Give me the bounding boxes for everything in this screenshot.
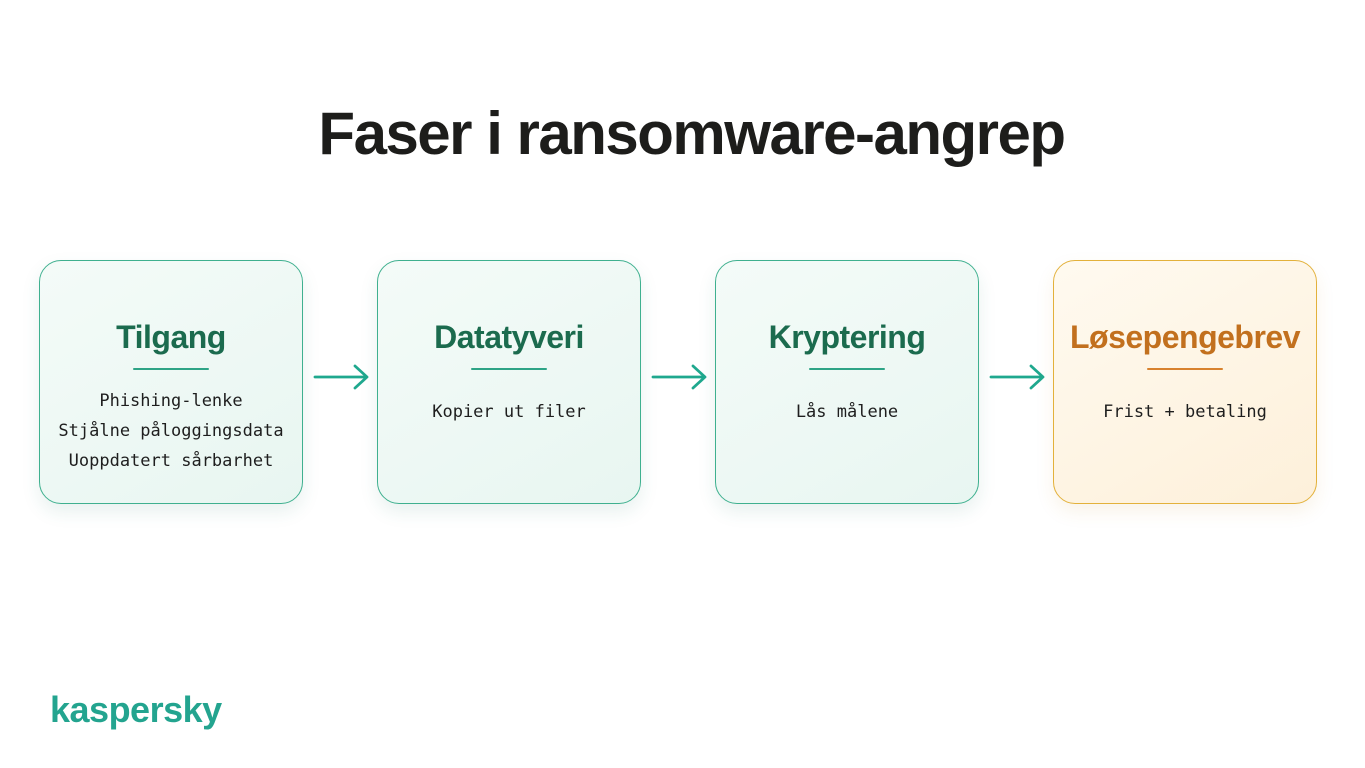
arrow-right-icon (313, 364, 369, 390)
stage-item: Kopier ut filer (432, 402, 586, 422)
stage-divider (809, 368, 885, 370)
stage-item-list: Lås målene (716, 397, 978, 427)
stage-item: Stjålne påloggingsdata (58, 421, 284, 441)
stage-item: Uoppdatert sårbarhet (68, 451, 274, 471)
stage-card-data-theft: Datatyveri Kopier ut filer (377, 260, 641, 504)
stage-item: Frist + betaling (1103, 402, 1267, 422)
page-title: Faser i ransomware-angrep (318, 100, 1066, 167)
stage-title: Løsepengebrev (1069, 319, 1301, 355)
kaspersky-logo: kaspersky (50, 689, 222, 730)
stage-title: Datatyveri (434, 319, 584, 355)
stage-item: Lås målene (795, 402, 899, 422)
stage-card-access: Tilgang Phishing-lenke Stjålne pålogging… (39, 260, 303, 504)
stage-title: Kryptering (768, 319, 926, 355)
stage-divider (1147, 368, 1223, 370)
stage-title: Tilgang (116, 319, 226, 355)
stage-item-list: Phishing-lenke Stjålne påloggingsdata Uo… (40, 386, 302, 476)
arrow-right-icon (989, 364, 1045, 390)
stage-divider (471, 368, 547, 370)
stage-card-ransom-note: Løsepengebrev Frist + betaling (1053, 260, 1317, 504)
arrow-right-icon (651, 364, 707, 390)
stage-divider (133, 368, 209, 370)
stage-item-list: Frist + betaling (1054, 397, 1316, 427)
stage-item: Phishing-lenke (99, 391, 243, 411)
stage-card-encryption: Kryptering Lås målene (715, 260, 979, 504)
stage-item-list: Kopier ut filer (378, 397, 640, 427)
